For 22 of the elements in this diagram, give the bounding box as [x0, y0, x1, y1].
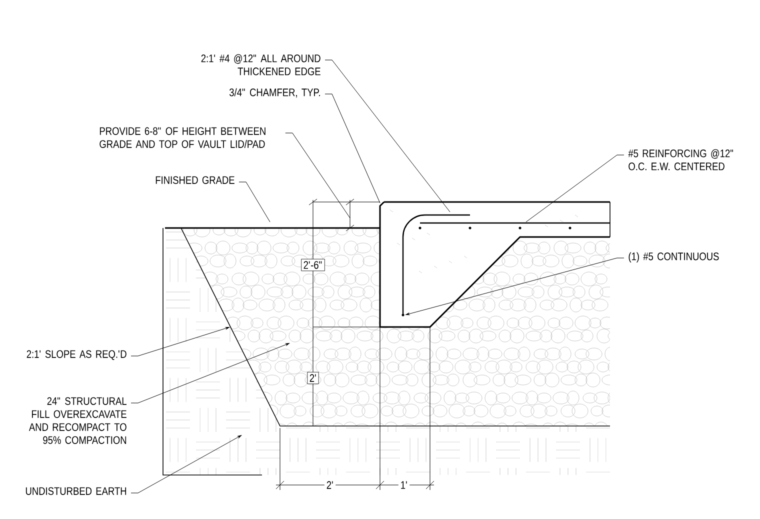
callout-text: 3/4" CHAMFER, TYP. — [229, 88, 320, 98]
dimension-label: 2' — [324, 479, 336, 491]
callout-text: FINISHED GRADE — [156, 176, 234, 184]
leader-line — [130, 343, 290, 404]
leader-line — [130, 435, 242, 494]
leader-line — [406, 258, 624, 316]
callout-text: UNDISTURBED EARTH — [26, 487, 126, 495]
leader-line — [324, 60, 450, 212]
leader-line — [130, 327, 230, 356]
callout-text: 2:1' SLOPE AS REQ.'D — [26, 350, 126, 360]
leader-line — [526, 154, 624, 222]
callout-text: PROVIDE 6-8" OF HEIGHT BETWEEN GRADE AND TOP OF VAULT LID/PAD — [100, 127, 266, 148]
leader-line — [285, 132, 350, 218]
leader-line — [324, 94, 380, 204]
dimension-label: 2' — [307, 372, 319, 384]
callout-text: #5 REINFORCING @12" O.C. E.W. CENTERED — [628, 149, 734, 170]
dimension-label: 2'-6" — [301, 258, 325, 272]
dimension-label: 1' — [398, 479, 410, 491]
callout-text: (1) #5 CONTINUOUS — [628, 252, 719, 262]
callout-text: 24" STRUCTURAL FILL OVEREXCAVATE AND RECOMPACT TO 95% COMPACTION — [28, 397, 126, 444]
leader-line — [238, 182, 270, 222]
callout-text: 2:1' #4 @12" ALL AROUND THICKENED EDGE — [201, 54, 320, 76]
